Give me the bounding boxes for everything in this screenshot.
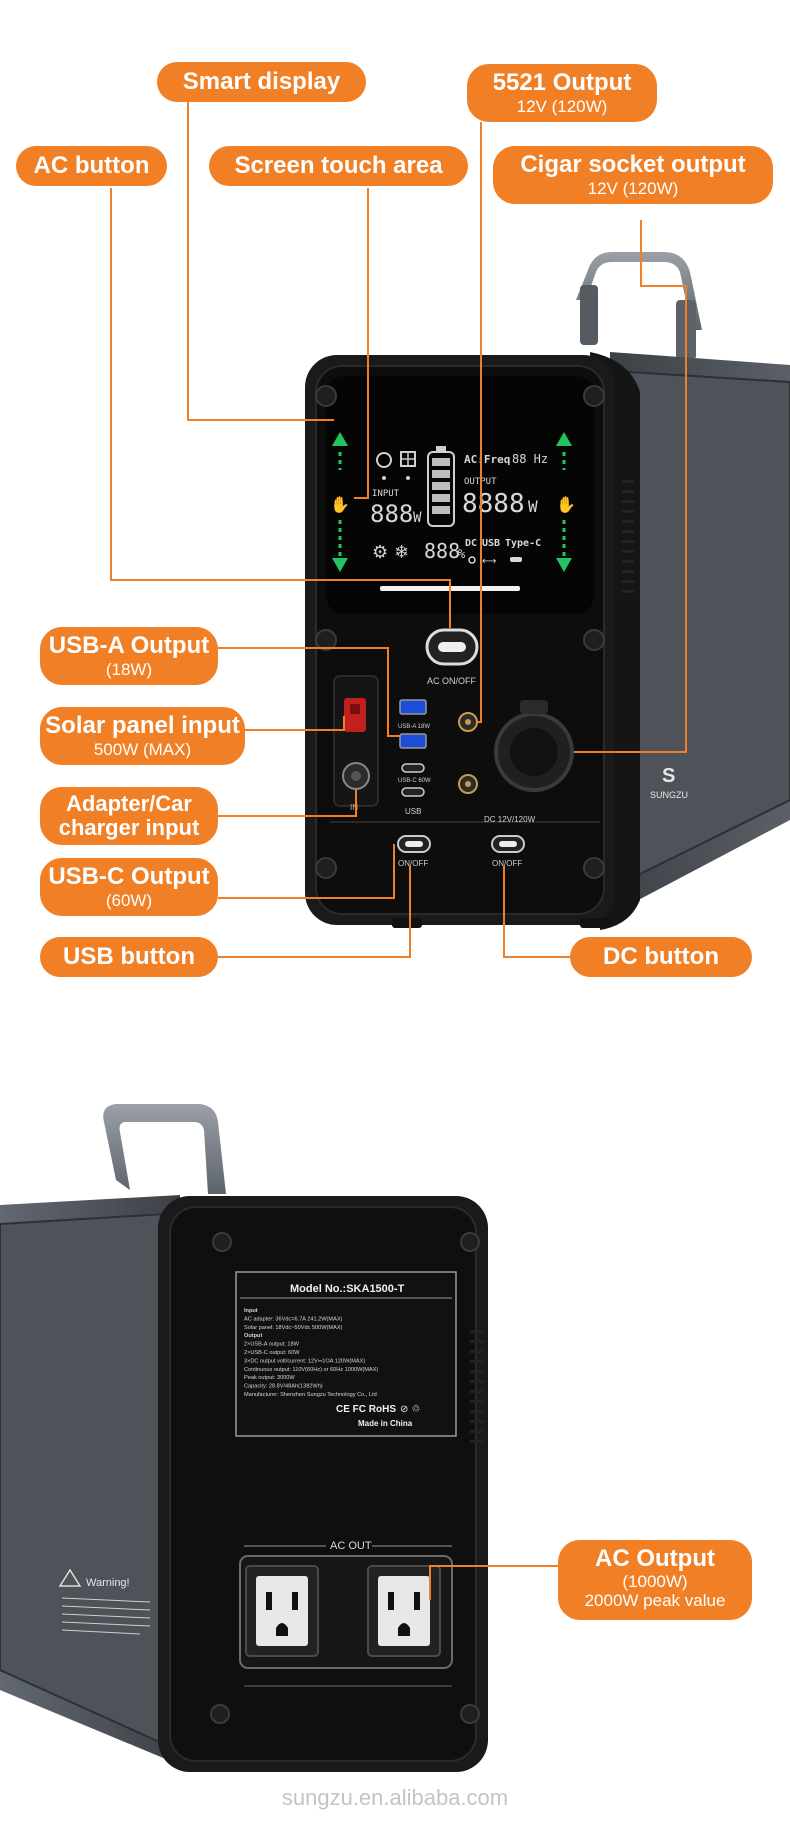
front-device: ✋ ✋ ⚙ ❄ AC:Freq 88 Hz INPUT 888 W OUTPUT… xyxy=(305,252,790,930)
callout-5521-sub: 12V (120W) xyxy=(516,97,608,116)
ac-out-label: AC OUT xyxy=(330,1540,372,1552)
back-device: Warning! Model No.:SKA1500-T Input AC ada… xyxy=(0,1104,488,1772)
callout-usb-button: USB button xyxy=(40,937,218,977)
callout-cigar-socket: Cigar socket output 12V (120W) xyxy=(493,146,773,204)
callout-dc-button-text: DC button xyxy=(603,943,719,970)
model-number: Model No.:SKA1500-T xyxy=(290,1283,405,1295)
lcd-usb: USB xyxy=(482,538,500,549)
ac-onoff-label: AC ON/OFF xyxy=(427,676,477,686)
made-in-china: Made in China xyxy=(358,1419,413,1428)
callout-smart-display-text: Smart display xyxy=(182,68,341,95)
callout-adapter-line1: Adapter/Car xyxy=(66,791,192,816)
usba-port-1[interactable] xyxy=(399,699,427,715)
callout-solar-input: Solar panel input 500W (MAX) xyxy=(40,707,245,765)
lcd-dc: DC xyxy=(465,538,477,549)
spec-lines: Input AC adapter: 36Vdc=6.7A 241.2W(MAX) S… xyxy=(244,1308,378,1398)
spec-line: Output xyxy=(244,1333,262,1339)
warning-label: Warning! xyxy=(86,1577,130,1589)
callout-dc-button: DC button xyxy=(570,937,752,977)
callout-usba-output: USB-A Output (18W) xyxy=(40,627,218,685)
lcd-pct-digits: 888 xyxy=(424,539,460,563)
callout-screen-touch-text: Screen touch area xyxy=(234,152,443,179)
usb-symbol-icon: ⟷ xyxy=(482,556,496,567)
callout-usbc-output: USB-C Output (60W) xyxy=(40,858,218,916)
dc-port-label: DC 12V/120W xyxy=(484,815,536,824)
in-label: IN xyxy=(350,803,358,812)
callout-solar-sub: 500W (MAX) xyxy=(93,740,192,759)
callout-ac-button: AC button xyxy=(16,146,167,186)
lcd-ac-freq: AC:Freq xyxy=(464,453,510,466)
lcd-freq-digits: 88 Hz xyxy=(512,452,548,466)
callout-usbc-sub: (60W) xyxy=(105,891,153,910)
spec-line: Solar panel: 18Vdc~50Vdc 500W(MAX) xyxy=(244,1325,343,1331)
recycle-icon: ⊘ ♲ xyxy=(400,1404,421,1415)
spec-line: 2×USB-C output: 60W xyxy=(244,1350,300,1356)
spec-line: 2×USB-A output: 18W xyxy=(244,1342,300,1348)
usbc-port-2[interactable] xyxy=(401,787,425,797)
callout-usbc-title: USB-C Output xyxy=(48,863,210,890)
lcd-input-digits: 888 xyxy=(370,500,413,528)
brand-name-front: SUNGZU xyxy=(650,790,688,800)
callout-cigar-sub: 12V (120W) xyxy=(587,179,679,198)
callout-usb-button-text: USB button xyxy=(63,943,195,970)
fan-icon: ⚙ xyxy=(372,542,388,563)
lcd-input-label: INPUT xyxy=(372,489,400,499)
lcd-pct: % xyxy=(458,547,466,561)
spec-line: AC adapter: 36Vdc=6.7A 241.2W(MAX) xyxy=(244,1316,343,1322)
hand-icon-right: ✋ xyxy=(556,495,576,514)
temp-icon: ❄ xyxy=(394,542,409,563)
callout-screen-touch-area: Screen touch area xyxy=(209,146,468,186)
usba-port-label: USB-A 18W xyxy=(398,724,430,730)
callout-ac-output-title: AC Output xyxy=(595,1545,715,1572)
usb-label: USB xyxy=(405,807,421,816)
callout-usba-title: USB-A Output xyxy=(48,632,210,659)
touch-arrow-left[interactable] xyxy=(332,432,348,572)
cert-marks: CE FC RoHS xyxy=(336,1404,396,1415)
side-vents xyxy=(622,480,634,593)
usb-onoff-label: ON/OFF xyxy=(398,859,428,868)
dc-onoff-label: ON/OFF xyxy=(492,859,522,868)
callout-ac-output-sub2: 2000W peak value xyxy=(584,1591,726,1610)
usba-port-2[interactable] xyxy=(399,733,427,749)
callout-adapter-line2: charger input xyxy=(58,815,200,840)
spec-line: 3×DC output volt/current: 12V⎓1OA 120W(M… xyxy=(244,1358,365,1364)
callout-adapter-input: Adapter/Car charger input xyxy=(40,787,218,845)
callout-lines xyxy=(110,100,687,1600)
ac-plug-icon xyxy=(376,452,392,468)
usbc-port-label: USB-C 60W xyxy=(398,778,431,784)
callout-usba-sub: (18W) xyxy=(105,660,153,679)
lcd-w2: W xyxy=(528,497,538,516)
spec-line: Peak output: 3000W xyxy=(244,1375,295,1381)
spec-line: Continuous output: 110V(60Hz) or 60Hz 10… xyxy=(244,1367,378,1373)
spec-line: Manufacturer: Shenzhen Sungzu Technology… xyxy=(244,1392,377,1398)
lcd-output-digits: 8888 xyxy=(462,489,525,519)
callout-ac-output-sub1: (1000W) xyxy=(622,1572,688,1591)
hand-icon-left: ✋ xyxy=(330,495,350,514)
lcd-w1: W xyxy=(413,510,422,526)
brand-s-logo: S xyxy=(662,765,675,787)
spec-line: Input xyxy=(244,1308,258,1314)
usbc-port-1[interactable] xyxy=(401,763,425,773)
callout-ac-output: AC Output (1000W) 2000W peak value xyxy=(558,1540,752,1620)
callout-5521-output: 5521 Output 12V (120W) xyxy=(467,64,657,122)
callout-cigar-title: Cigar socket output xyxy=(520,151,746,178)
callout-smart-display: Smart display xyxy=(157,62,366,102)
spec-line: Capacity: 28.8V/48Ah(1382Wh) xyxy=(244,1384,323,1390)
callout-ac-button-text: AC button xyxy=(33,152,150,179)
callout-solar-title: Solar panel input xyxy=(45,712,240,739)
lcd-typec: Type-C xyxy=(505,538,541,549)
solar-port[interactable] xyxy=(344,698,366,732)
touch-arrow-right[interactable] xyxy=(556,432,572,572)
callout-5521-title: 5521 Output xyxy=(492,69,632,96)
spec-label xyxy=(235,1271,457,1437)
watermark: sungzu.en.alibaba.com xyxy=(281,1785,509,1810)
